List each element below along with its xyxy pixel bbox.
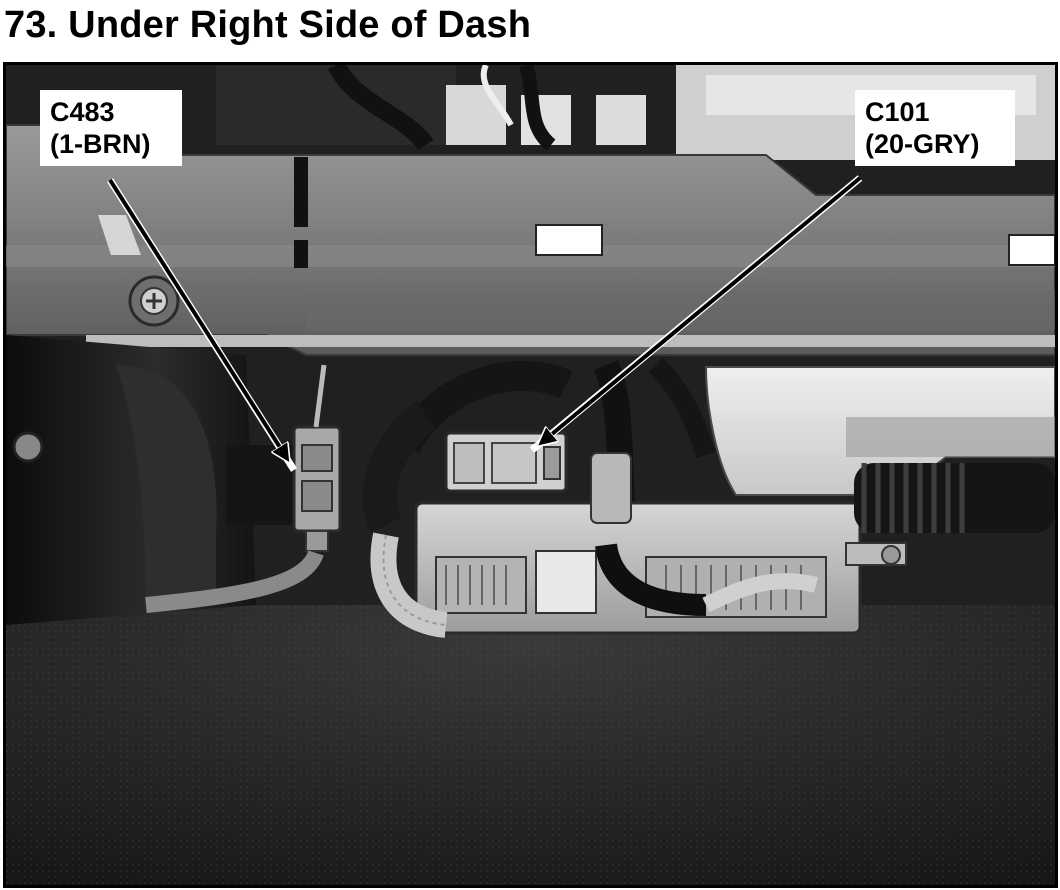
connector-c483: [292, 425, 342, 533]
callout-c101-detail: (20-GRY): [865, 129, 980, 159]
corrugated-hose: [854, 463, 1055, 533]
page-title: 73. Under Right Side of Dash: [4, 4, 532, 46]
callout-c101: C101 (20-GRY): [855, 90, 1015, 166]
callout-c483: C483 (1-BRN): [40, 90, 182, 166]
photo-under-right-dash: [3, 62, 1058, 888]
callout-c483-detail: (1-BRN): [50, 129, 151, 159]
callout-c101-code: C101: [865, 97, 930, 127]
callout-c483-code: C483: [50, 97, 115, 127]
dash-photo-illustration: [6, 65, 1055, 885]
